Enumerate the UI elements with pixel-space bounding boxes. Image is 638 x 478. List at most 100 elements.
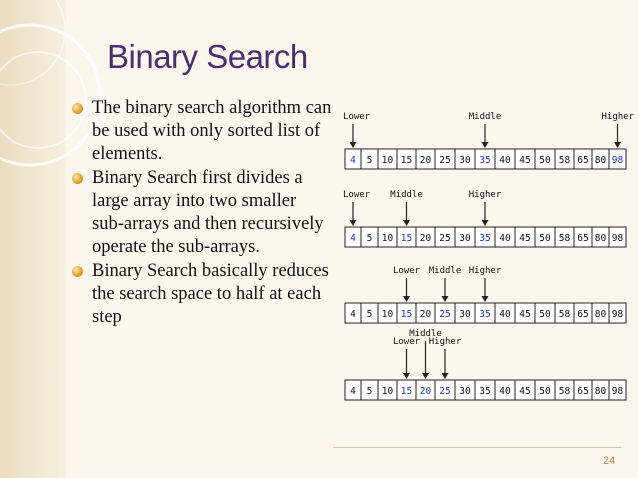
array-cell-value: 45 [519, 155, 530, 166]
pointer-arrow-head [403, 373, 410, 379]
bullet-text: Binary Search first divides a large arra… [92, 168, 324, 257]
array-cell-value: 5 [367, 233, 373, 244]
array-box [344, 226, 627, 248]
array-cell-value: 4 [350, 233, 356, 244]
pointer-arrow-head [441, 296, 449, 302]
array-cell-value: 80 [595, 309, 607, 320]
page-number: 24 [603, 455, 616, 467]
array-cell-value: 10 [382, 309, 394, 320]
bullet-dot-icon [72, 103, 83, 114]
array-cell-value: 15 [401, 386, 412, 397]
pointer-arrow-head [614, 142, 621, 148]
array-cell-value: 50 [539, 386, 551, 397]
array-cell-value: 5 [367, 155, 373, 166]
array-cell-value: 25 [439, 155, 450, 166]
array-cell-value: 10 [382, 386, 394, 397]
array-cell-value: 65 [577, 309, 588, 320]
pointer-label-higher: Higher [469, 190, 502, 200]
array-cell-value: 10 [382, 155, 394, 166]
array-cell-value: 15 [401, 309, 412, 320]
array-cell-value: 20 [420, 155, 432, 166]
decorative-circles [0, 0, 102, 167]
pointer-label-lower: Lower [343, 190, 371, 200]
bullet-dot-icon [72, 266, 83, 277]
array-box [344, 379, 627, 401]
array-cell-value: 50 [539, 155, 551, 166]
array-cell-value: 98 [612, 386, 624, 397]
array-cell-value: 4 [350, 309, 356, 320]
array-cell-value: 80 [595, 386, 607, 397]
bullet-list: The binary search algorithm can be used … [72, 97, 332, 330]
array-cell-value: 35 [479, 233, 490, 244]
array-cell-value: 40 [499, 233, 511, 244]
array-cell-value: 25 [439, 386, 450, 397]
page-title: Binary Search [107, 38, 308, 75]
array-cell-value: 20 [420, 233, 432, 244]
array-cell-value: 58 [559, 386, 571, 397]
pointer-arrow-head [441, 373, 449, 379]
array-cell-value: 25 [439, 309, 450, 320]
pointer-arrow-head [422, 373, 429, 379]
array-cell-value: 45 [519, 233, 530, 244]
array-cell-value: 25 [439, 233, 450, 244]
bullet-dot-icon [72, 173, 83, 184]
array-cell-value: 40 [499, 386, 511, 397]
array-cell-value: 35 [479, 309, 490, 320]
array-cell-value: 40 [499, 155, 511, 166]
bullet-item: Binary Search first divides a large arra… [72, 167, 332, 259]
pointer-label-higher: Higher [429, 337, 462, 347]
array-cell-value: 30 [459, 155, 471, 166]
pointer-arrow-head [349, 142, 357, 148]
array-cell-value: 45 [519, 309, 530, 320]
array-cell-value: 65 [577, 386, 588, 397]
array-cell-value: 35 [479, 386, 490, 397]
array-cell-value: 20 [420, 386, 432, 397]
pointer-label-higher: Higher [469, 266, 502, 276]
pointer-label-middle: Middle [390, 190, 423, 200]
array-box [344, 302, 627, 324]
array-cell-value: 15 [401, 155, 412, 166]
array-cell-value: 35 [479, 155, 490, 166]
array-cell-value: 98 [612, 155, 624, 166]
pointer-label-middle: Middle [429, 266, 462, 276]
pointer-arrow-head [403, 220, 410, 226]
pointer-arrow-head [349, 220, 357, 226]
array-cell-value: 45 [519, 386, 530, 397]
footer-divider [333, 447, 621, 448]
pointer-label-lower: Lower [393, 337, 421, 347]
array-cell-value: 98 [612, 233, 624, 244]
array-cell-value: 4 [350, 155, 356, 166]
bullet-item: The binary search algorithm can be used … [72, 97, 332, 166]
bullet-text: The binary search algorithm can be used … [92, 98, 332, 164]
pointer-label-lower: Lower [343, 112, 371, 122]
pointer-label-lower: Lower [393, 266, 421, 276]
array-cell-value: 80 [595, 155, 607, 166]
array-cell-value: 80 [595, 233, 607, 244]
array-cell-value: 58 [559, 233, 571, 244]
pointer-arrow-head [481, 142, 489, 148]
array-cell-value: 50 [539, 309, 551, 320]
bullet-text: Binary Search basically reduces the sear… [92, 261, 329, 327]
array-cell-value: 10 [382, 233, 394, 244]
bullet-item: Binary Search basically reduces the sear… [72, 260, 332, 329]
pointer-arrow-head [481, 220, 489, 226]
array-cell-value: 65 [577, 233, 588, 244]
array-cell-value: 5 [367, 386, 373, 397]
pointer-arrow-head [481, 296, 489, 302]
array-cell-value: 98 [612, 309, 624, 320]
array-cell-value: 58 [559, 155, 571, 166]
array-cell-value: 5 [367, 309, 373, 320]
array-cell-value: 20 [420, 309, 432, 320]
array-cell-value: 40 [499, 309, 511, 320]
array-cell-value: 65 [577, 155, 588, 166]
array-box [344, 148, 627, 170]
pointer-label-higher: Higher [601, 112, 634, 122]
array-cell-value: 58 [559, 309, 571, 320]
array-cell-value: 15 [401, 233, 412, 244]
pointer-label-middle: Middle [469, 112, 502, 122]
array-cell-value: 30 [459, 233, 471, 244]
pointer-label-middle: Middle [409, 329, 442, 339]
array-cell-value: 4 [350, 386, 356, 397]
pointer-arrow-head [403, 296, 410, 302]
